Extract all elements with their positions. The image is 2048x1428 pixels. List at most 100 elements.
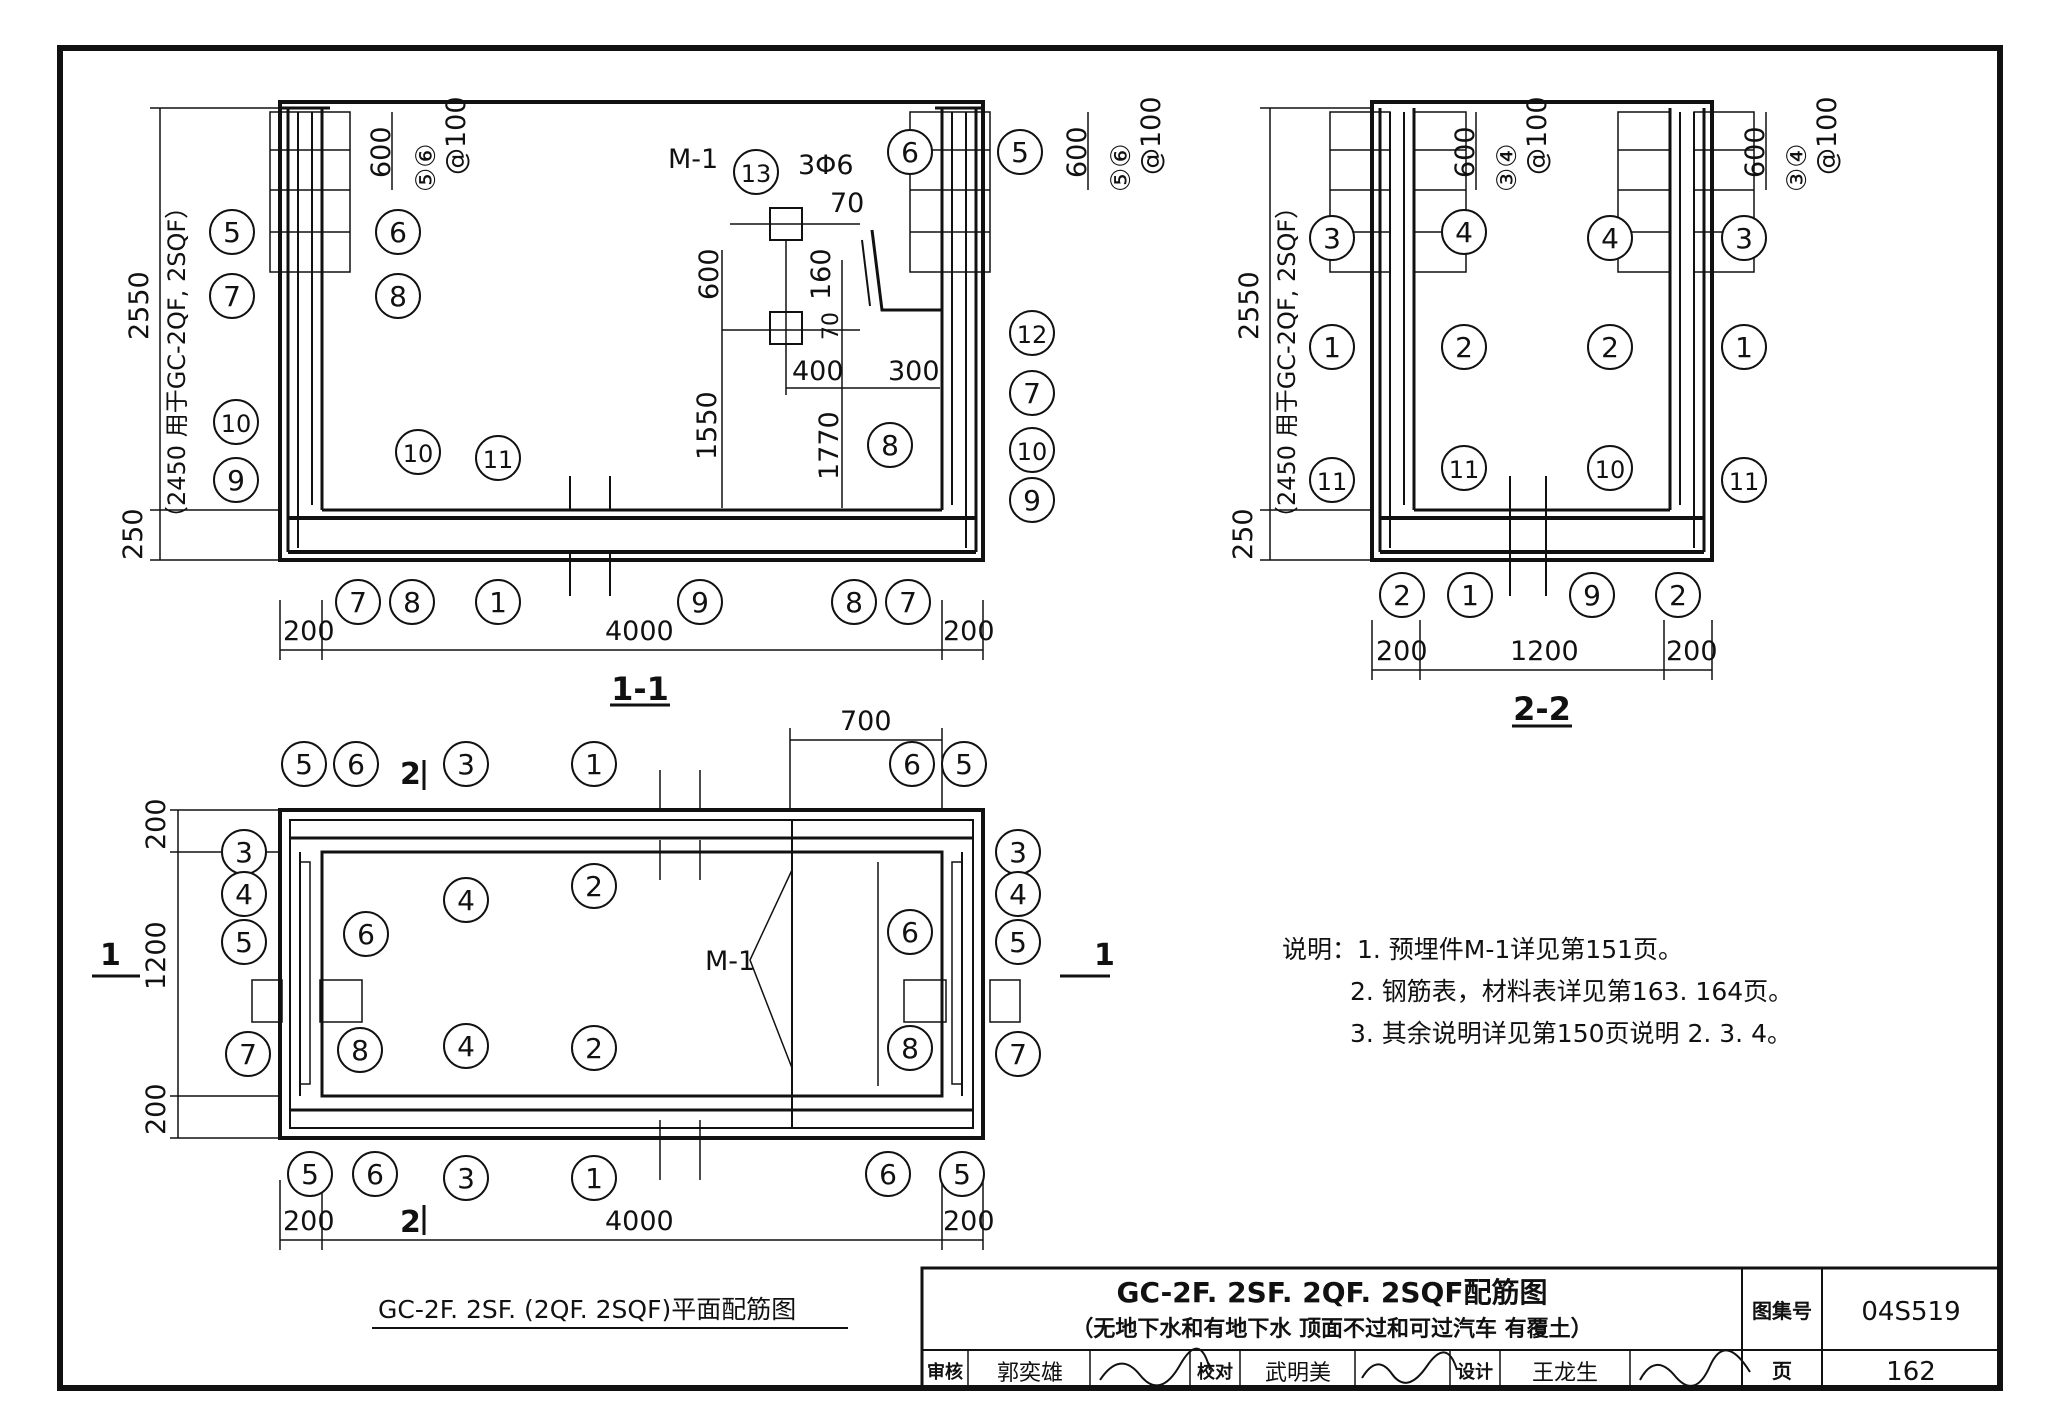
- rebar-callout-9: 9: [677, 579, 723, 625]
- plan-cut2-top: 2: [400, 757, 421, 792]
- rebar-callout-1: 1: [1721, 324, 1767, 370]
- tank-outline-plan: [278, 808, 985, 1140]
- svg-text:6: 6: [901, 916, 919, 949]
- s11-d600: 600: [694, 248, 725, 300]
- svg-text:2: 2: [585, 1032, 603, 1065]
- svg-text:3: 3: [235, 836, 253, 869]
- svg-text:7: 7: [899, 586, 917, 619]
- s22-spacing-left: @100: [1522, 96, 1553, 175]
- s11-d300: 300: [888, 356, 940, 387]
- svg-text:4: 4: [457, 1030, 475, 1063]
- tank-outline-2-2: [1370, 100, 1714, 562]
- rebar-callout-7: 7: [885, 579, 931, 625]
- rebar-callout-5: 5: [221, 919, 267, 965]
- rebar-callout-3: 3: [443, 741, 489, 787]
- checker-signature: [1361, 1351, 1458, 1384]
- rebar-callout-6: 6: [343, 911, 389, 957]
- svg-text:4: 4: [1009, 878, 1027, 911]
- check-label: 校对: [1197, 1361, 1233, 1383]
- s11-spacing-pair-left: ⑤⑥: [411, 144, 442, 192]
- svg-text:2: 2: [1455, 331, 1473, 364]
- svg-text:1: 1: [1323, 331, 1341, 364]
- s11-height: 2550: [124, 271, 155, 340]
- svg-text:8: 8: [901, 1032, 919, 1065]
- svg-text:3: 3: [457, 748, 475, 781]
- rebar-callout-4: 4: [1441, 209, 1487, 255]
- sheet-border: [57, 45, 2003, 1391]
- rebar-callout-6: 6: [333, 741, 379, 787]
- s22-width: 1200: [1510, 636, 1579, 667]
- s11-d400: 400: [792, 356, 844, 387]
- reviewer-name: 郭奕雄: [997, 1361, 1063, 1386]
- rebar-callout-1: 1: [571, 741, 617, 787]
- s11-side-left: 200: [283, 616, 335, 647]
- svg-text:6: 6: [357, 918, 375, 951]
- svg-text:7: 7: [1023, 377, 1041, 410]
- s11-top-len-right: 600: [1062, 126, 1093, 178]
- svg-text:1: 1: [585, 748, 603, 781]
- rebar-callout-6: 6: [865, 1151, 911, 1197]
- svg-text:10: 10: [221, 410, 252, 438]
- rebar-callout-2: 2: [1587, 324, 1633, 370]
- rebar-callout-4: 4: [995, 871, 1041, 917]
- s22-label: 2-2: [1513, 690, 1571, 728]
- plan-cut1-left: 1: [100, 938, 121, 973]
- rebar-callout-7: 7: [335, 579, 381, 625]
- svg-text:3: 3: [1735, 222, 1753, 255]
- rebar-callout-2: 2: [1379, 572, 1425, 618]
- svg-text:1: 1: [1735, 331, 1753, 364]
- s11-d70b: 70: [819, 312, 844, 340]
- sheet-title: GC-2F. 2SF. 2QF. 2SQF配筋图: [1117, 1276, 1548, 1309]
- atlas-label: 图集号: [1752, 1299, 1812, 1323]
- svg-text:5: 5: [955, 748, 973, 781]
- svg-text:6: 6: [347, 748, 365, 781]
- svg-text:7: 7: [239, 1038, 257, 1071]
- svg-text:10: 10: [1595, 456, 1626, 484]
- svg-text:8: 8: [403, 586, 421, 619]
- svg-text:9: 9: [227, 464, 245, 497]
- s11-spacing-right: @100: [1136, 96, 1167, 175]
- rebar-callout-5: 5: [941, 741, 987, 787]
- svg-text:5: 5: [953, 1158, 971, 1191]
- rebar-callout-7: 7: [209, 273, 255, 319]
- svg-text:13: 13: [741, 160, 772, 188]
- svg-text:5: 5: [295, 748, 313, 781]
- svg-text:8: 8: [881, 429, 899, 462]
- rebar-callout-10: 10: [395, 429, 441, 475]
- svg-text:7: 7: [1009, 1038, 1027, 1071]
- svg-text:2: 2: [1601, 331, 1619, 364]
- rebar-callout-10: 10: [1587, 445, 1633, 491]
- rebar-callout-8: 8: [887, 1025, 933, 1071]
- svg-text:1: 1: [585, 1162, 603, 1195]
- svg-text:3: 3: [1323, 222, 1341, 255]
- s11-width: 4000: [605, 616, 674, 647]
- svg-text:3: 3: [457, 1162, 475, 1195]
- s11-bar-3phi6: 3Φ6: [798, 150, 854, 181]
- rebar-callout-8: 8: [867, 422, 913, 468]
- svg-text:4: 4: [457, 884, 475, 917]
- title-block: [920, 1266, 2002, 1390]
- s11-d160: 160: [806, 248, 837, 300]
- rebar-callout-9: 9: [1569, 572, 1615, 618]
- svg-text:12: 12: [1017, 321, 1048, 349]
- svg-text:5: 5: [235, 926, 253, 959]
- svg-text:5: 5: [1009, 926, 1027, 959]
- plan-side-bottom: 200: [141, 1083, 172, 1135]
- rebar-callout-11: 11: [475, 435, 521, 481]
- rebar-callout-1: 1: [571, 1155, 617, 1201]
- rebar-callout-2: 2: [571, 863, 617, 909]
- svg-text:8: 8: [389, 280, 407, 313]
- rebar-callout-3: 3: [443, 1155, 489, 1201]
- s22-spacing-pair-left: ③④: [1492, 144, 1523, 192]
- rebar-callout-5: 5: [995, 919, 1041, 965]
- svg-text:7: 7: [349, 586, 367, 619]
- s11-d70: 70: [830, 188, 864, 219]
- svg-text:9: 9: [1583, 579, 1601, 612]
- plan-side-left: 200: [283, 1206, 335, 1237]
- s11-spacing-pair-right: ⑤⑥: [1106, 144, 1137, 192]
- plan-side-top: 200: [141, 798, 172, 850]
- rebar-callout-6: 6: [352, 1151, 398, 1197]
- svg-text:11: 11: [1317, 468, 1348, 496]
- s11-height-alt: （2450 用于GC-2QF, 2SQF）: [163, 195, 191, 530]
- section-2-2: [1260, 100, 1767, 728]
